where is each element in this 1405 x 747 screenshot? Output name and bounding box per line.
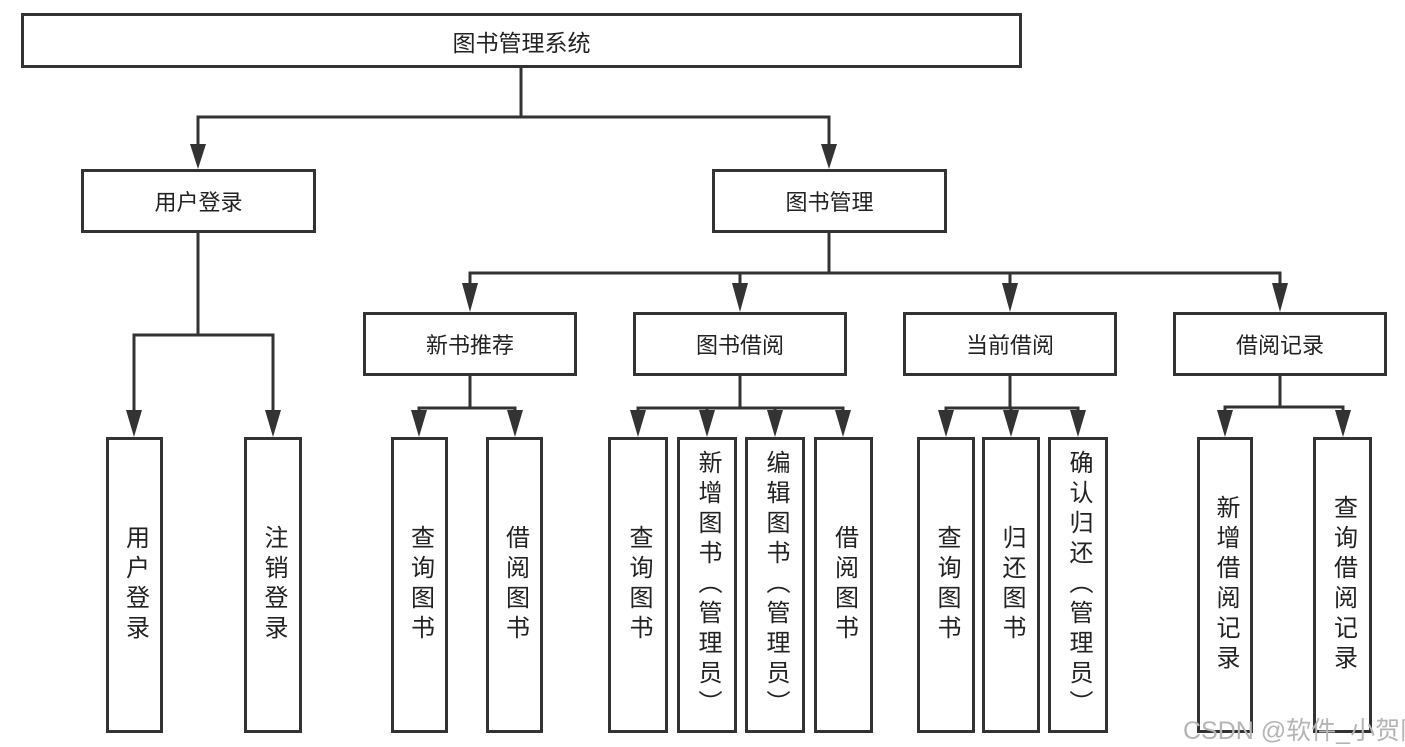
leaf-bb-query-books: 查询图书 <box>608 437 668 733</box>
leaf-br-add-record: 新增借阅记录 <box>1197 437 1253 733</box>
leaf-cb-confirm-return: 确认归还（管理员） <box>1048 437 1108 733</box>
leaf-br-add-record-label: 新增借阅记录 <box>1212 495 1239 675</box>
leaf-logout-label: 注销登录 <box>260 525 287 645</box>
arrowhead <box>767 410 783 437</box>
arrowhead <box>1002 283 1018 312</box>
arrowhead <box>938 410 954 437</box>
leaf-bb-add-books: 新增图书（管理员） <box>677 437 737 733</box>
connector-currentborrow-to-leaves <box>944 376 1080 413</box>
node-current-borrow: 当前借阅 <box>903 312 1117 376</box>
node-book-borrow-label: 图书借阅 <box>695 333 784 358</box>
arrowhead <box>507 410 523 437</box>
arrowhead <box>1335 410 1351 437</box>
node-current-borrow-label: 当前借阅 <box>965 333 1054 358</box>
leaf-user-login-label: 用户登录 <box>121 525 149 645</box>
arrowhead <box>126 410 142 437</box>
connector-bookborrow-to-leaves <box>636 376 845 413</box>
leaf-nb-query-books-label: 查询图书 <box>406 525 434 645</box>
node-user-login-label: 用户登录 <box>154 190 243 215</box>
node-user-login: 用户登录 <box>81 169 316 233</box>
leaf-cb-confirm-return-label: 确认归还（管理员） <box>1065 450 1092 720</box>
leaf-bb-query-books-label: 查询图书 <box>625 525 652 645</box>
node-borrow-records: 借阅记录 <box>1173 312 1387 376</box>
leaf-br-query-record-label: 查询借阅记录 <box>1329 495 1357 675</box>
leaf-nb-query-books: 查询图书 <box>391 437 448 733</box>
leaf-logout: 注销登录 <box>244 437 302 733</box>
arrowhead-group <box>126 144 1351 437</box>
arrowhead <box>1272 283 1288 312</box>
leaf-bb-edit-books-label: 编辑图书（管理员） <box>762 450 789 720</box>
node-borrow-records-label: 借阅记录 <box>1235 333 1324 358</box>
node-root-label: 图书管理系统 <box>452 29 591 56</box>
leaf-cb-query-books: 查询图书 <box>917 437 975 733</box>
node-new-book-recommend: 新书推荐 <box>363 312 577 376</box>
arrowhead <box>732 283 748 312</box>
leaf-nb-borrow-books: 借阅图书 <box>486 437 543 733</box>
leaf-cb-return-books: 归还图书 <box>982 437 1040 733</box>
leaf-nb-borrow-books-label: 借阅图书 <box>501 525 529 645</box>
leaf-bb-add-books-label: 新增图书（管理员） <box>694 450 721 720</box>
arrowhead <box>462 283 478 312</box>
arrowhead <box>1070 410 1086 437</box>
leaf-cb-query-books-label: 查询图书 <box>933 525 960 645</box>
connector-root-to-level2 <box>196 68 831 148</box>
arrowhead <box>699 410 715 437</box>
leaf-user-login: 用户登录 <box>106 437 163 733</box>
leaf-cb-return-books-label: 归还图书 <box>998 525 1025 645</box>
leaf-bb-borrow-books-label: 借阅图书 <box>830 525 858 645</box>
arrowhead <box>411 410 427 437</box>
arrowhead <box>190 144 206 169</box>
watermark: CSDN @软件_小贺同学 <box>1183 717 1405 745</box>
node-root: 图书管理系统 <box>21 13 1022 68</box>
node-book-management: 图书管理 <box>712 169 947 233</box>
connector-userlogin-to-leaves <box>132 233 275 413</box>
arrowhead <box>835 410 851 437</box>
leaf-bb-edit-books: 编辑图书（管理员） <box>745 437 805 733</box>
arrowhead <box>265 410 281 437</box>
connector-newbook-to-leaves <box>417 376 517 413</box>
leaf-br-query-record: 查询借阅记录 <box>1313 437 1372 733</box>
connector-bookmgmt-to-level3 <box>468 233 1282 287</box>
node-book-borrow: 图书借阅 <box>633 312 847 376</box>
node-new-book-recommend-label: 新书推荐 <box>425 333 514 358</box>
node-book-management-label: 图书管理 <box>785 190 874 215</box>
connector-records-to-leaves <box>1223 376 1345 413</box>
arrowhead <box>1217 410 1233 437</box>
arrowhead <box>630 410 646 437</box>
arrowhead <box>821 144 837 169</box>
leaf-bb-borrow-books: 借阅图书 <box>814 437 873 733</box>
arrowhead <box>1003 410 1019 437</box>
